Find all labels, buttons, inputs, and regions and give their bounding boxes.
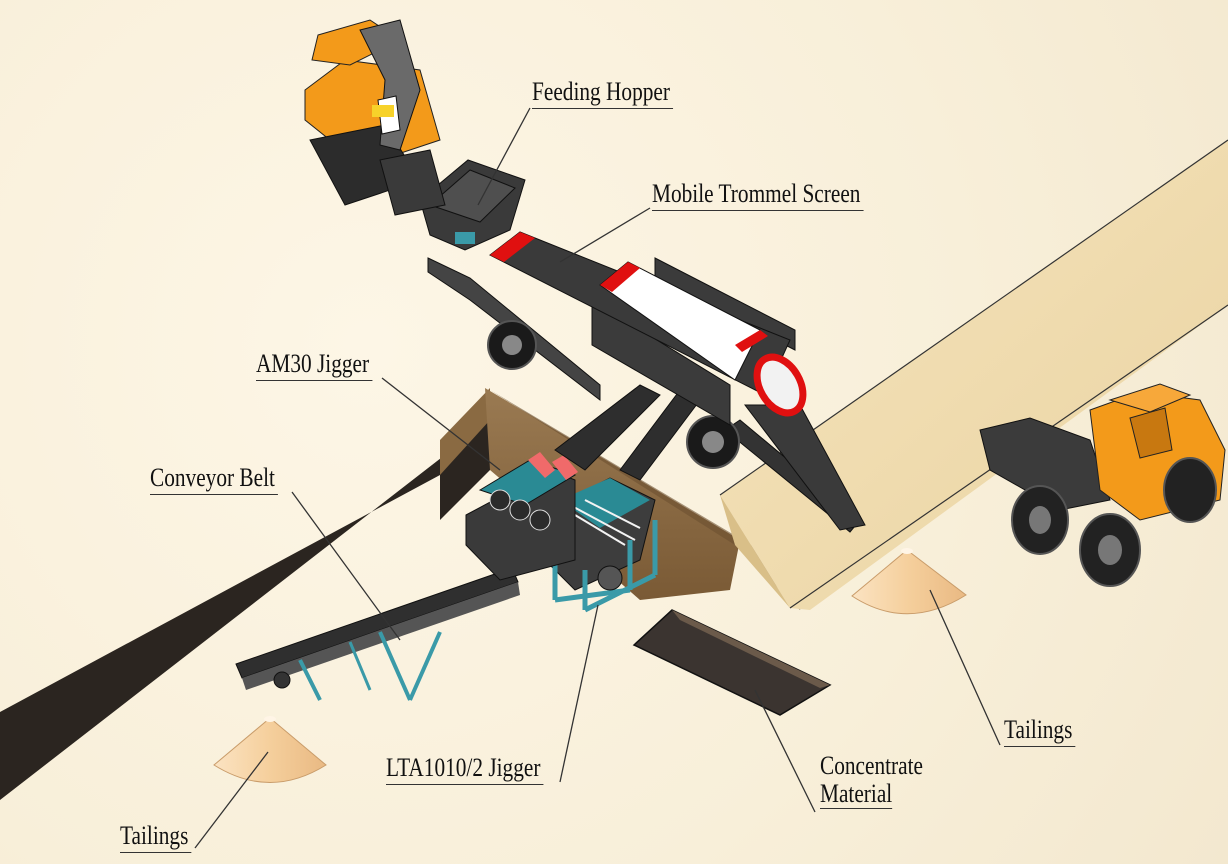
label-conveyor-belt: Conveyor Belt — [150, 464, 279, 495]
wheel-loader — [979, 383, 1226, 587]
label-tailings-left: Tailings — [120, 822, 192, 853]
tailings-cone-right — [851, 548, 967, 615]
concentrate-pit — [632, 609, 832, 716]
mobile-trommel-screen — [419, 159, 866, 533]
am30-jigger — [465, 452, 578, 581]
conveyor-belt — [235, 567, 520, 701]
label-lta-jigger: LTA1010/2 Jigger — [386, 754, 544, 785]
excavator — [304, 19, 446, 216]
label-feeding-hopper: Feeding Hopper — [532, 78, 674, 109]
label-concentrate-line1: Concentrate — [820, 751, 923, 780]
label-concentrate-line2: Material — [820, 779, 893, 809]
label-am30-jigger: AM30 Jigger — [256, 350, 373, 381]
label-tailings-right: Tailings — [1004, 716, 1076, 747]
label-mobile-trommel-screen: Mobile Trommel Screen — [652, 180, 864, 211]
leader-lines — [194, 107, 1001, 849]
label-concentrate-material: Concentrate Material — [820, 752, 926, 811]
tailings-cone-left — [213, 716, 327, 783]
